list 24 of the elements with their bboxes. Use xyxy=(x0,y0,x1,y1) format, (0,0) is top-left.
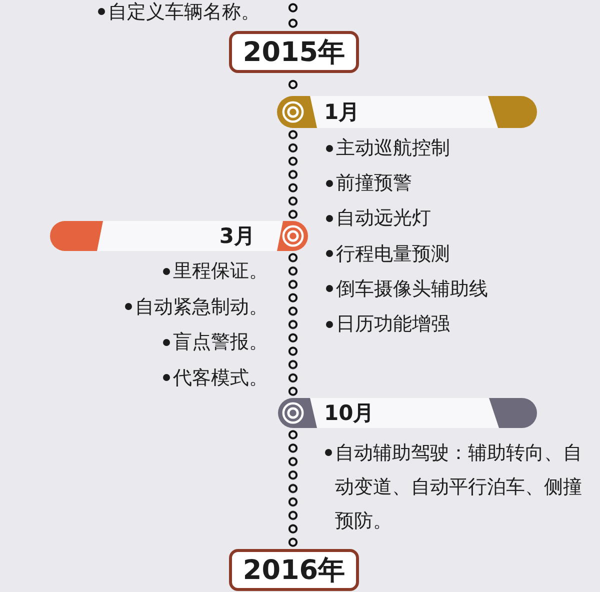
feature-text: 代客模式。 xyxy=(173,366,268,390)
dotted-connector xyxy=(287,251,299,398)
dotted-connector xyxy=(287,0,299,31)
feature-text: 里程保证。 xyxy=(173,259,268,284)
feature-text: 盲点警报。 xyxy=(173,330,268,355)
feature-text: 倒车摄像头辅助线 xyxy=(336,276,488,302)
month-banner xyxy=(278,398,537,428)
feature-text: 前撞预警 xyxy=(336,171,412,196)
feature-text: 主动巡航控制 xyxy=(336,136,450,161)
dotted-connector xyxy=(287,128,299,221)
month-banner xyxy=(50,221,308,251)
feature-text: 自动紧急制动。 xyxy=(135,294,268,320)
month-label: 10月 xyxy=(324,400,374,427)
year-box: 2016年 xyxy=(229,549,359,591)
feature-text: 自动辅助驾驶：辅助转向、自动变道、自动平行泊车、侧撞预防。 xyxy=(335,441,583,534)
year-box: 2015年 xyxy=(229,31,359,73)
feature-text: 日历功能增强 xyxy=(336,312,450,338)
feature-text: 自动远光灯 xyxy=(336,206,431,232)
month-banner xyxy=(277,96,537,128)
feature-text: 行程电量预测 xyxy=(336,242,450,267)
month-label: 3月 xyxy=(219,223,255,250)
month-label: 1月 xyxy=(324,99,360,126)
feature-text: 自定义车辆名称。 xyxy=(108,0,260,24)
dotted-connector xyxy=(287,428,299,549)
